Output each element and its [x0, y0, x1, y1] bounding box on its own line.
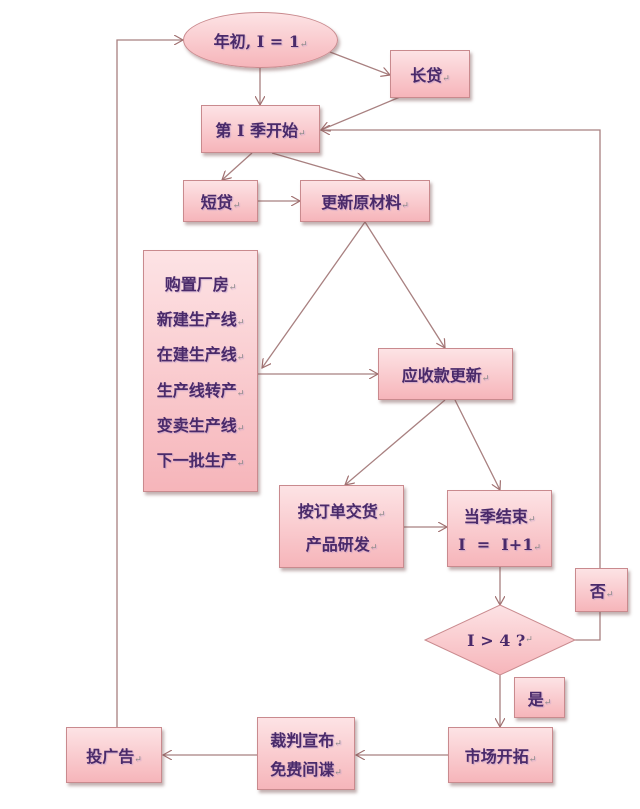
market-dev-label: 市场开拓	[465, 743, 537, 767]
arrow-start-to-longloan	[329, 51, 390, 75]
start-label: 年初, I = 1	[214, 28, 308, 52]
short-loan-label: 短贷	[201, 189, 241, 213]
update-materials-node: 更新原材料	[300, 180, 430, 222]
quarter-start-node: 第 I 季开始	[201, 105, 320, 153]
advertising-node: 投广告	[66, 727, 162, 783]
decision-label: I > 4 ?	[425, 605, 575, 675]
receivables-label: 应收款更新	[402, 362, 490, 386]
arrow-materials-to-ops	[262, 221, 366, 368]
yes-label: 是	[528, 686, 552, 710]
arrow-quarter-to-materials	[271, 152, 365, 180]
free-spy-label: 免费间谍	[270, 756, 342, 780]
production-ops-node: 购置厂房 新建生产线 在建生产线 生产线转产 变卖生产线 下一批生产	[143, 250, 258, 492]
rd-label: 产品研发	[306, 531, 378, 555]
arrow-ads-to-start	[116, 40, 183, 727]
arrow-loop-back	[321, 130, 601, 568]
short-loan-node: 短贷	[183, 180, 258, 222]
quarter-end-node: 当季结束 I = I+1	[447, 490, 552, 567]
referee-node: 裁判宣布 免费间谍	[257, 717, 355, 790]
referee-label: 裁判宣布	[270, 727, 342, 751]
ops-item: 下一批生产	[157, 447, 245, 471]
arrow-longloan-to-quarter	[321, 96, 401, 130]
start-node: 年初, I = 1	[183, 12, 338, 68]
delivery-rd-node: 按订单交货 产品研发	[279, 485, 404, 568]
quarter-end-label: 当季结束	[464, 503, 536, 527]
arrow-materials-to-receivables	[364, 221, 445, 348]
long-loan-label: 长贷	[410, 62, 450, 86]
ops-item: 变卖生产线	[157, 412, 245, 436]
no-label: 否	[590, 578, 614, 602]
increment-label: I = I+1	[458, 535, 541, 554]
long-loan-node: 长贷	[390, 50, 470, 98]
update-materials-label: 更新原材料	[321, 189, 409, 213]
market-dev-node: 市场开拓	[448, 727, 553, 783]
arrow-quarter-to-shortloan	[222, 152, 253, 180]
ops-item: 新建生产线	[157, 306, 245, 330]
no-node: 否	[575, 568, 628, 612]
ops-item: 在建生产线	[157, 341, 245, 365]
advertising-label: 投广告	[86, 743, 142, 767]
arrow-receivables-to-delivery	[345, 399, 446, 485]
ops-item: 生产线转产	[157, 377, 245, 401]
quarter-start-label: 第 I 季开始	[215, 117, 305, 141]
yes-node: 是	[514, 677, 565, 718]
arrow-decision-to-no	[575, 612, 601, 641]
arrow-receivables-to-end	[454, 399, 500, 490]
receivables-node: 应收款更新	[378, 348, 513, 400]
delivery-label: 按订单交货	[298, 498, 386, 522]
ops-item: 购置厂房	[165, 271, 237, 295]
